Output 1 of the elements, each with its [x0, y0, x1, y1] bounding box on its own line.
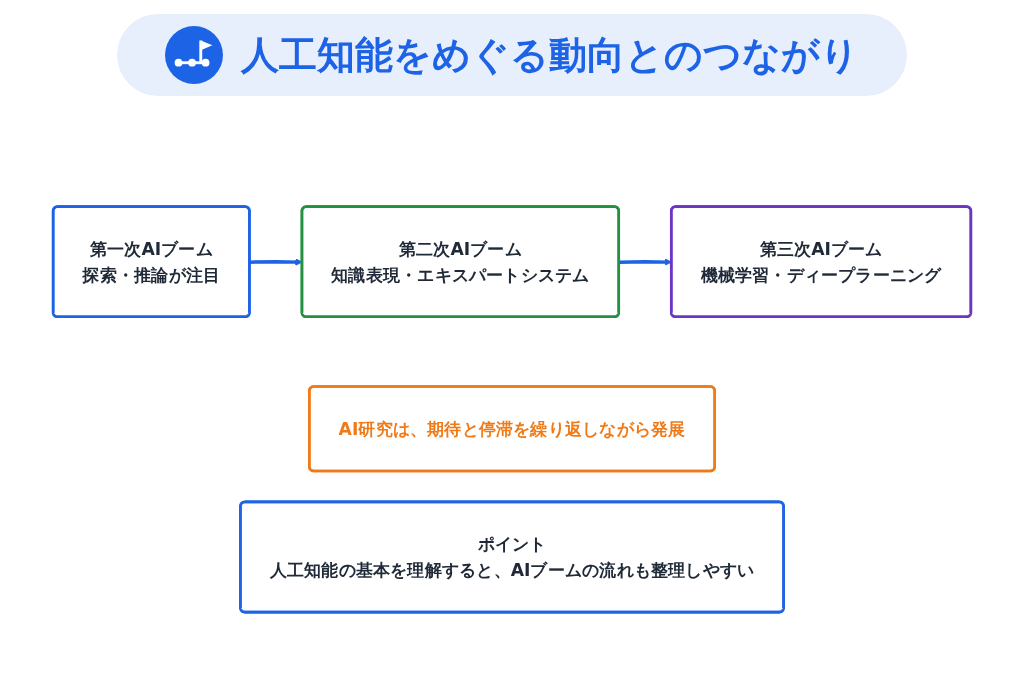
title: 人工知能をめぐる動向とのつながり — [241, 31, 859, 79]
